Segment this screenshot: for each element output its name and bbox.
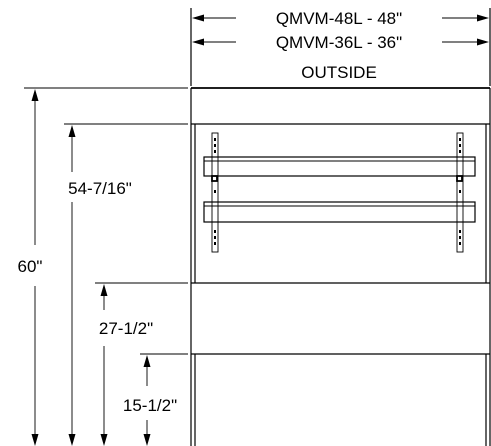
height-total-label: 60"	[18, 257, 43, 276]
left-shelf-standard	[211, 132, 219, 253]
right-shelf-standard	[456, 132, 464, 253]
height-upper-label: 54-7/16"	[68, 179, 132, 198]
case-outline	[190, 87, 491, 446]
width-dimensions: QMVM-48L - 48" QMVM-36L - 36" OUTSIDE	[190, 8, 491, 86]
height-counter-dimension: 27-1/2"	[95, 282, 188, 446]
outside-label: OUTSIDE	[301, 63, 377, 82]
width-48-label: QMVM-48L - 48"	[276, 9, 402, 28]
lower-shelf	[203, 201, 476, 223]
width-48-arrow-left	[192, 14, 204, 22]
width-36-label: QMVM-36L - 36"	[276, 33, 402, 52]
width-48-arrow-right	[477, 14, 489, 22]
height-base-dimension: 15-1/2"	[123, 353, 188, 446]
width-36-arrow-right	[477, 38, 489, 46]
height-total-dimension: 60"	[18, 87, 188, 446]
height-upper-dimension: 54-7/16"	[64, 123, 188, 446]
height-counter-label: 27-1/2"	[99, 319, 153, 338]
width-36-arrow-left	[192, 38, 204, 46]
upper-shelf	[203, 156, 476, 182]
height-base-label: 15-1/2"	[123, 396, 177, 415]
